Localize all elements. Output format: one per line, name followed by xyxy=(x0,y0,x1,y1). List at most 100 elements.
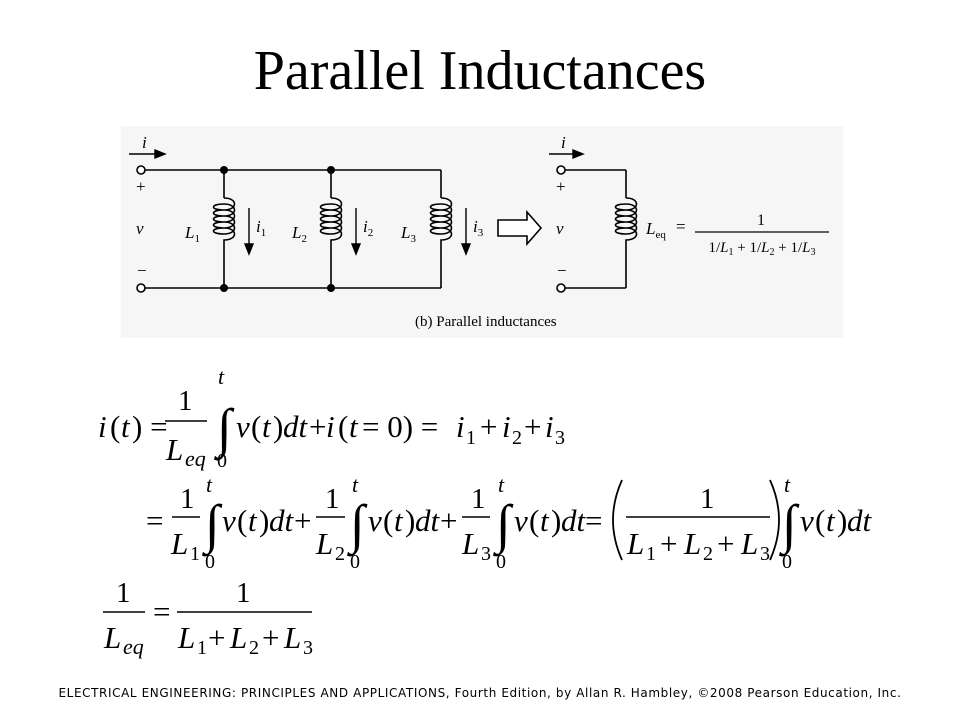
svg-text:+: + xyxy=(660,526,677,561)
svg-text:t: t xyxy=(248,503,258,538)
right-circuit xyxy=(556,165,638,293)
svg-text:t: t xyxy=(206,472,213,497)
l3-label: L3 xyxy=(400,223,416,245)
svg-text:∫: ∫ xyxy=(347,494,368,557)
svg-text:1: 1 xyxy=(471,483,486,515)
svg-text:∫: ∫ xyxy=(214,398,235,461)
svg-text:): ) xyxy=(837,503,847,538)
svg-text:+: + xyxy=(294,503,311,538)
svg-text:1: 1 xyxy=(700,483,715,515)
svg-text:i: i xyxy=(456,409,465,444)
svg-text:3: 3 xyxy=(760,543,770,565)
svg-text:1: 1 xyxy=(190,543,200,565)
svg-text:L: L xyxy=(177,620,195,655)
input-current-label: i xyxy=(142,133,147,152)
coil-l3 xyxy=(429,197,453,260)
plus-sign: + xyxy=(136,177,146,196)
svg-text:i: i xyxy=(502,409,511,444)
svg-text:= 0) =: = 0) = xyxy=(362,409,438,444)
svg-text:t: t xyxy=(121,409,131,444)
circuit-figure: i + v − L1 L2 L3 i1 i2 i3 i + v − Leq xyxy=(121,126,843,338)
branch-current-arrows xyxy=(129,148,472,256)
l2-label: L2 xyxy=(291,223,307,245)
svg-text:L: L xyxy=(315,526,333,561)
svg-text:∫: ∫ xyxy=(493,494,514,557)
left-circuit xyxy=(136,165,442,293)
svg-text:L: L xyxy=(461,526,479,561)
svg-text:): ) xyxy=(273,409,283,444)
svg-text:): ) xyxy=(405,503,415,538)
svg-text:0: 0 xyxy=(496,551,506,573)
svg-text:L: L xyxy=(229,620,247,655)
svg-text:3: 3 xyxy=(481,543,491,565)
svg-text:): ) xyxy=(259,503,269,538)
voltage-label: v xyxy=(136,219,144,238)
svg-text:L: L xyxy=(170,526,188,561)
svg-text:v: v xyxy=(514,503,528,538)
svg-text:=: = xyxy=(585,503,602,538)
svg-text:t: t xyxy=(540,503,550,538)
svg-text:=: = xyxy=(146,503,163,538)
svg-text:eq: eq xyxy=(185,446,206,471)
svg-text:+: + xyxy=(262,620,279,655)
svg-text:t: t xyxy=(498,472,505,497)
svg-text:v: v xyxy=(236,409,250,444)
svg-text:v: v xyxy=(800,503,814,538)
svg-text:+: + xyxy=(208,620,225,655)
svg-text:(: ( xyxy=(383,503,393,538)
svg-text:2: 2 xyxy=(335,543,345,565)
svg-text:L: L xyxy=(740,526,758,561)
svg-text:1: 1 xyxy=(116,577,131,609)
eq-minus-sign: − xyxy=(557,261,567,280)
svg-text:) =: ) = xyxy=(132,409,168,444)
svg-text:+: + xyxy=(480,409,497,444)
svg-text:v: v xyxy=(368,503,382,538)
eq-voltage-label: v xyxy=(556,219,564,238)
svg-text:t: t xyxy=(826,503,836,538)
svg-text:t: t xyxy=(218,364,225,389)
footer-citation: ELECTRICAL ENGINEERING: PRINCIPLES AND A… xyxy=(58,686,902,700)
equivalence-arrow xyxy=(497,209,543,247)
svg-text:3: 3 xyxy=(555,427,565,449)
svg-text:2: 2 xyxy=(512,427,522,449)
svg-text:(: ( xyxy=(338,409,348,444)
svg-text:i: i xyxy=(545,409,554,444)
i3-label: i3 xyxy=(473,217,484,239)
svg-text:i: i xyxy=(98,409,107,444)
svg-text:t: t xyxy=(349,409,359,444)
i1-label: i1 xyxy=(256,217,266,239)
i2-label: i2 xyxy=(363,217,373,239)
svg-text:(: ( xyxy=(110,409,120,444)
svg-text:0: 0 xyxy=(205,551,215,573)
figure-caption: (b) Parallel inductances xyxy=(415,314,557,330)
eq-plus-sign: + xyxy=(556,177,566,196)
leq-equals: = xyxy=(676,217,686,236)
svg-text:0: 0 xyxy=(782,551,792,573)
svg-text:(: ( xyxy=(237,503,247,538)
coil-l2 xyxy=(319,197,343,260)
svg-text:L: L xyxy=(683,526,701,561)
svg-text:1: 1 xyxy=(646,543,656,565)
svg-text:eq: eq xyxy=(123,634,144,659)
svg-text:dt: dt xyxy=(283,409,309,444)
svg-text:0: 0 xyxy=(217,450,227,472)
svg-text:L: L xyxy=(103,620,121,655)
svg-text:+: + xyxy=(440,503,457,538)
svg-text:1: 1 xyxy=(466,427,476,449)
coil-leq xyxy=(614,197,638,260)
svg-text:1: 1 xyxy=(236,577,251,609)
leq-label: Leq xyxy=(645,219,666,241)
svg-text:1: 1 xyxy=(178,385,193,417)
svg-text:L: L xyxy=(283,620,301,655)
svg-text:): ) xyxy=(551,503,561,538)
svg-text:L: L xyxy=(165,432,183,467)
svg-text:t: t xyxy=(394,503,404,538)
leq-numerator: 1 xyxy=(757,212,765,229)
l1-label: L1 xyxy=(184,223,200,245)
slide-title: Parallel Inductances xyxy=(253,40,707,102)
svg-text:+: + xyxy=(309,409,326,444)
svg-text:i: i xyxy=(326,409,335,444)
